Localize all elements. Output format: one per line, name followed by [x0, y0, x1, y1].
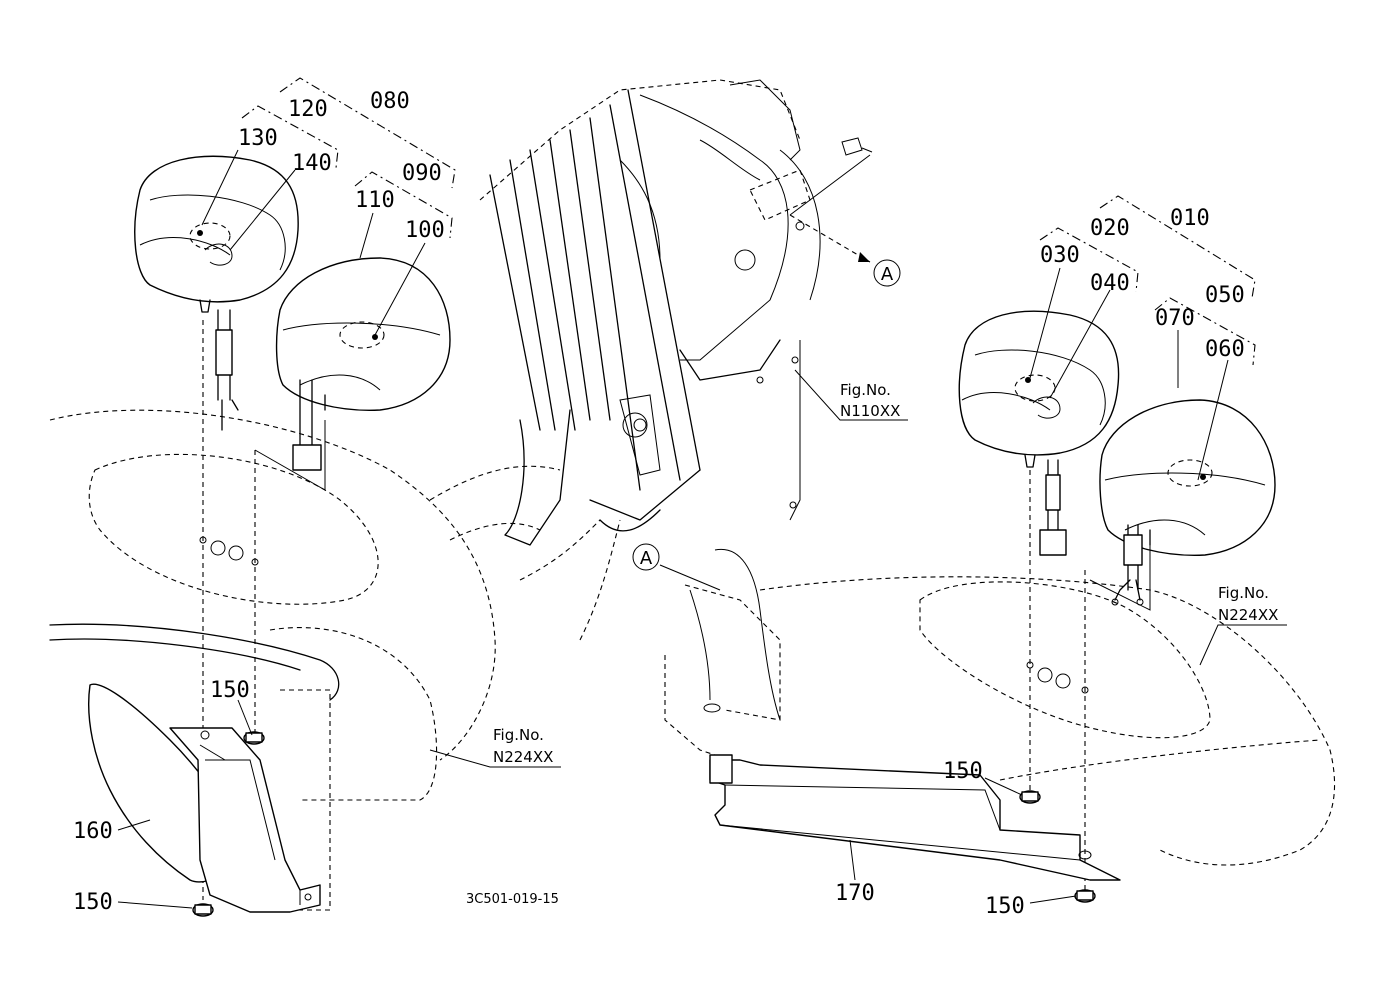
view-marker-a-lower — [632, 543, 660, 571]
leader-150-left-upper — [237, 699, 253, 736]
left-work-lamp-b — [275, 257, 451, 471]
view-marker-a-upper-label: A — [881, 264, 894, 285]
right-connector-bracket — [1089, 545, 1151, 611]
fig-n224xx-left-leader — [429, 749, 561, 768]
fig-n110xx-code: N110XX — [840, 402, 900, 420]
callout-020: 020 — [1090, 216, 1130, 241]
left-work-lamp-a — [134, 155, 299, 431]
right-callout-brackets — [1029, 195, 1256, 481]
callout-090: 090 — [402, 161, 442, 186]
leader-150-left-lower — [117, 901, 193, 909]
fig-n224xx-left-prefix: Fig.No. — [493, 726, 544, 744]
callout-150-right-lower: 150 — [985, 894, 1025, 919]
view-marker-a-lower-label: A — [640, 548, 653, 569]
fig-n110xx-leader — [794, 369, 908, 421]
view-a-arrowhead — [858, 252, 870, 262]
bolt-leader — [789, 154, 871, 216]
callout-150-left-lower: 150 — [73, 890, 113, 915]
left-fender-outline — [49, 409, 496, 801]
callout-170: 170 — [835, 881, 875, 906]
fig-n224xx-right-prefix: Fig.No. — [1218, 584, 1269, 602]
left-connector-bracket — [254, 420, 326, 491]
left-bracket-160 — [88, 683, 321, 913]
callout-030: 030 — [1040, 243, 1080, 268]
right-nut-150-lower — [1074, 889, 1096, 903]
left-callout-brackets — [201, 77, 456, 336]
callout-140: 140 — [292, 151, 332, 176]
callout-040: 040 — [1090, 271, 1130, 296]
drawing-code: 3C501-019-15 — [466, 892, 559, 907]
callout-100: 100 — [405, 218, 445, 243]
bolt-upper — [841, 137, 873, 156]
left-nut-150-upper — [243, 731, 265, 745]
view-a-arrow-line — [789, 214, 871, 263]
callout-010: 010 — [1170, 206, 1210, 231]
callout-120: 120 — [288, 97, 328, 122]
right-bracket-170 — [709, 754, 1121, 881]
leader-160 — [117, 819, 151, 831]
right-work-lamp-a — [958, 310, 1120, 556]
callout-110: 110 — [355, 188, 395, 213]
callout-060: 060 — [1205, 337, 1245, 362]
cabin-post-bracket — [679, 79, 821, 521]
callout-160: 160 — [73, 819, 113, 844]
right-work-lamp-b — [1099, 399, 1276, 606]
leader-170 — [849, 839, 856, 881]
callout-080: 080 — [370, 89, 410, 114]
leader-150-right-upper — [984, 777, 1023, 796]
cabin-post — [429, 79, 801, 641]
callout-150-right-upper: 150 — [943, 759, 983, 784]
callout-070: 070 — [1155, 306, 1195, 331]
fig-n110xx-prefix: Fig.No. — [840, 381, 891, 399]
right-nut-150-upper — [1019, 790, 1041, 804]
callout-050: 050 — [1205, 283, 1245, 308]
fig-n224xx-left-code: N224XX — [493, 748, 553, 766]
callout-130: 130 — [238, 126, 278, 151]
fig-n224xx-right-code: N224XX — [1218, 606, 1278, 624]
fig-n224xx-right-leader — [1199, 624, 1287, 666]
view-a-lower-arrow — [659, 564, 721, 591]
fender-bracket-detail — [664, 548, 781, 761]
leader-150-right-lower — [1029, 895, 1077, 904]
left-nut-150-lower — [192, 903, 214, 917]
callout-150-left-upper: 150 — [210, 678, 250, 703]
view-marker-a-upper — [873, 259, 901, 287]
